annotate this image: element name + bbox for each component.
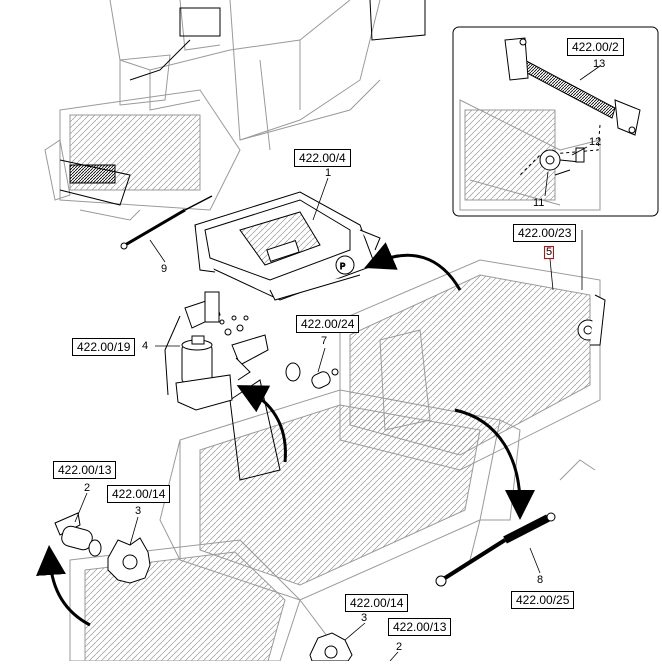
callout-11: 11 — [533, 197, 545, 209]
svg-text:P: P — [340, 262, 345, 271]
rail-part-13 — [504, 37, 641, 136]
callout-3: 3 — [135, 505, 142, 517]
callout-3-lower: 3 — [361, 612, 368, 624]
ref-422-00-23[interactable]: 422.00/23 — [513, 224, 577, 242]
sprocket-part-11 — [539, 147, 585, 171]
upper-frame-assembly — [44, 0, 426, 221]
leader-lines — [74, 65, 601, 662]
motor-assembly-part-4 — [175, 291, 269, 411]
sprocket-part-3 — [107, 537, 151, 584]
roller-part-2 — [54, 512, 102, 557]
ref-422-00-19[interactable]: 422.00/19 — [72, 338, 136, 356]
ref-422-00-14[interactable]: 422.00/14 — [107, 485, 171, 503]
idler-assembly — [577, 294, 606, 346]
callout-1: 1 — [325, 167, 332, 179]
conveyor-main — [69, 259, 601, 662]
ref-422-00-2[interactable]: 422.00/2 — [567, 38, 624, 56]
callout-13: 13 — [593, 58, 606, 70]
inset-panel — [452, 26, 659, 217]
callout-12: 12 — [589, 136, 602, 148]
gearbox-frame-part-1: P — [194, 191, 381, 301]
ref-422-00-24[interactable]: 422.00/24 — [296, 315, 360, 333]
callout-2: 2 — [84, 482, 91, 494]
callout-4: 4 — [142, 340, 149, 352]
ref-422-00-4[interactable]: 422.00/4 — [294, 149, 351, 167]
callout-9: 9 — [161, 263, 168, 275]
callout-8: 8 — [537, 574, 544, 586]
sprocket-part-3-lower — [309, 632, 353, 662]
ref-422-00-13-lower[interactable]: 422.00/13 — [388, 618, 452, 636]
cylinder-part-8 — [435, 512, 556, 587]
assembly-arrows — [36, 242, 535, 627]
bushing-part-7 — [285, 362, 339, 389]
ref-422-00-14-lower[interactable]: 422.00/14 — [345, 594, 409, 612]
gas-strut-part-9 — [120, 195, 213, 250]
callout-2-lower: 2 — [396, 641, 403, 653]
ref-422-00-13[interactable]: 422.00/13 — [53, 461, 117, 479]
callout-7: 7 — [321, 335, 328, 347]
callout-5-highlight[interactable]: 5 — [544, 246, 555, 259]
ref-422-00-25[interactable]: 422.00/25 — [511, 591, 575, 609]
